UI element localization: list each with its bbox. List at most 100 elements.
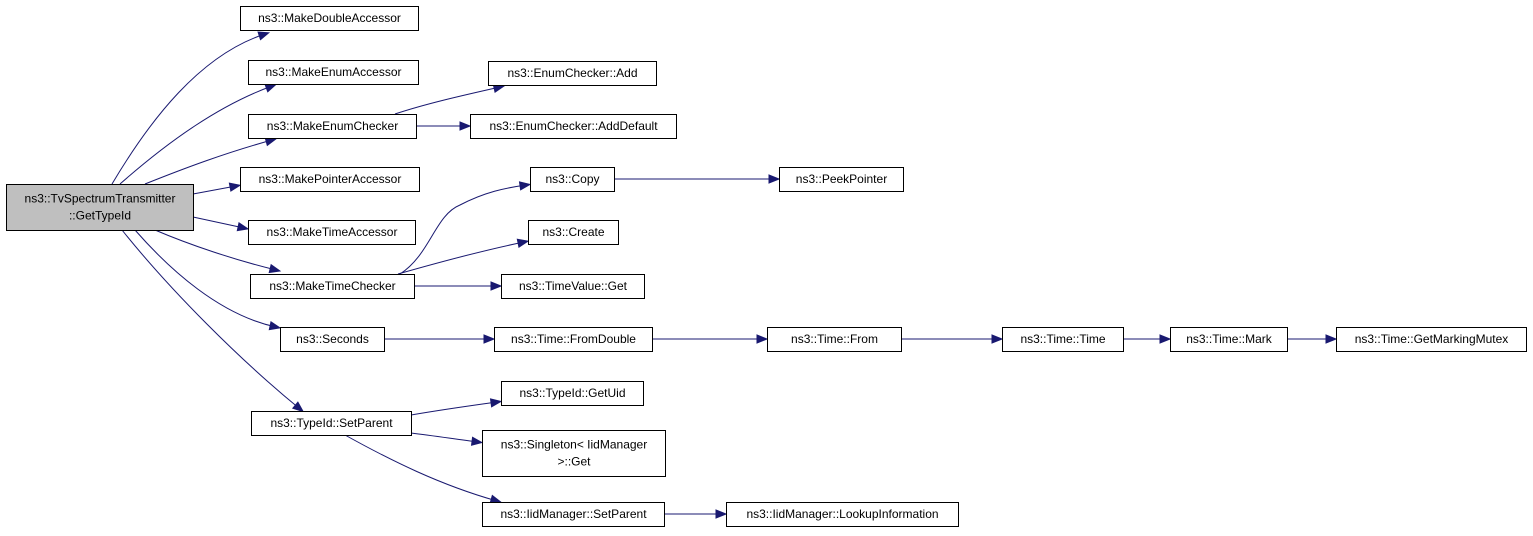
node-enumadddef[interactable]: ns3::EnumChecker::AddDefault	[470, 114, 677, 139]
node-box[interactable]	[470, 114, 677, 139]
node-box[interactable]	[240, 6, 419, 31]
node-box[interactable]	[1336, 327, 1527, 352]
node-box[interactable]	[530, 167, 615, 192]
node-label: ns3::EnumChecker::AddDefault	[489, 119, 658, 133]
node-box[interactable]	[494, 327, 653, 352]
node-label: ns3::MakeDoubleAccessor	[258, 11, 401, 25]
node-tvget[interactable]: ns3::TimeValue::Get	[501, 274, 645, 299]
node-mutex[interactable]: ns3::Time::GetMarkingMutex	[1336, 327, 1527, 352]
node-box[interactable]	[1002, 327, 1124, 352]
node-box[interactable]	[6, 184, 194, 231]
node-mkptr[interactable]: ns3::MakePointerAccessor	[240, 167, 420, 192]
edge-mkenumchk-to-enumadddef	[416, 121, 472, 131]
node-mkenumacc[interactable]: ns3::MakeEnumAccessor	[248, 60, 419, 85]
node-label: ns3::MakeEnumChecker	[267, 119, 398, 133]
node-label: >::Get	[557, 455, 591, 469]
edge-seconds-to-fromdbl	[384, 334, 496, 344]
edges-layer	[111, 31, 1338, 519]
node-box[interactable]	[248, 220, 416, 245]
node-fromdbl[interactable]: ns3::Time::FromDouble	[494, 327, 653, 352]
node-label: ns3::MakePointerAccessor	[259, 172, 402, 186]
node-box[interactable]	[1170, 327, 1288, 352]
node-timefrom[interactable]: ns3::Time::From	[767, 327, 902, 352]
edge-setparent-to-iidset	[344, 434, 503, 504]
node-label: ns3::MakeTimeAccessor	[267, 225, 398, 239]
edge-line	[119, 85, 273, 185]
node-box[interactable]	[779, 167, 904, 192]
node-box[interactable]	[501, 274, 645, 299]
edge-line	[134, 229, 277, 328]
node-create[interactable]: ns3::Create	[528, 220, 619, 245]
node-box[interactable]	[482, 502, 665, 527]
node-label: ns3::TvSpectrumTransmitter	[25, 192, 176, 206]
node-box[interactable]	[726, 502, 959, 527]
node-label: ns3::Singleton< IidManager	[501, 438, 647, 452]
node-box[interactable]	[248, 60, 419, 85]
edge-line	[192, 185, 237, 195]
edge-line	[399, 184, 527, 275]
node-label: ns3::Copy	[545, 172, 599, 186]
node-label: ns3::Time::From	[791, 332, 878, 346]
edge-root-to-seconds	[134, 229, 282, 331]
node-mkenumchk[interactable]: ns3::MakeEnumChecker	[248, 114, 417, 139]
node-peek[interactable]: ns3::PeekPointer	[779, 167, 904, 192]
node-label: ns3::PeekPointer	[796, 172, 887, 186]
edge-mktimechk-to-copy	[399, 181, 532, 275]
node-box[interactable]	[767, 327, 902, 352]
edge-root-to-mkptr	[192, 182, 242, 195]
arrowhead-icon	[516, 238, 530, 248]
node-timemark[interactable]: ns3::Time::Mark	[1170, 327, 1288, 352]
node-label: ns3::TypeId::SetParent	[270, 416, 393, 430]
node-box[interactable]	[248, 114, 417, 139]
edge-line	[192, 216, 245, 229]
node-mkdbl[interactable]: ns3::MakeDoubleAccessor	[240, 6, 419, 31]
node-lookup[interactable]: ns3::IidManager::LookupInformation	[726, 502, 959, 527]
node-mktimeacc[interactable]: ns3::MakeTimeAccessor	[248, 220, 416, 245]
node-box[interactable]	[251, 411, 412, 436]
node-timetime[interactable]: ns3::Time::Time	[1002, 327, 1124, 352]
arrowhead-icon	[236, 221, 250, 232]
node-root[interactable]: ns3::TvSpectrumTransmitter::GetTypeId	[6, 184, 194, 231]
node-box[interactable]	[501, 381, 644, 406]
edge-root-to-mktimechk	[154, 229, 282, 274]
node-setparent[interactable]: ns3::TypeId::SetParent	[251, 411, 412, 436]
node-copy[interactable]: ns3::Copy	[530, 167, 615, 192]
node-box[interactable]	[482, 430, 666, 477]
node-box[interactable]	[488, 61, 657, 86]
node-label: ns3::Seconds	[296, 332, 369, 346]
node-label: ns3::Time::Mark	[1186, 332, 1273, 346]
arrowhead-icon	[268, 263, 282, 274]
edge-line	[111, 33, 266, 185]
node-label: ns3::Time::GetMarkingMutex	[1355, 332, 1509, 346]
node-singleton[interactable]: ns3::Singleton< IidManager>::Get	[482, 430, 666, 477]
arrowhead-icon	[518, 181, 532, 191]
arrowhead-icon	[264, 83, 278, 93]
arrowhead-icon	[768, 174, 781, 184]
node-box[interactable]	[240, 167, 420, 192]
arrowhead-icon	[715, 509, 728, 519]
node-box[interactable]	[280, 327, 385, 352]
edge-line	[397, 241, 525, 275]
arrowhead-icon	[1325, 334, 1338, 344]
node-box[interactable]	[528, 220, 619, 245]
node-label: ns3::EnumChecker::Add	[507, 66, 637, 80]
node-getuid[interactable]: ns3::TypeId::GetUid	[501, 381, 644, 406]
arrowhead-icon	[489, 398, 503, 408]
node-label: ns3::IidManager::SetParent	[500, 507, 647, 521]
node-label: ns3::Time::FromDouble	[511, 332, 636, 346]
edge-root-to-mkdbl	[111, 31, 271, 185]
node-enumadd[interactable]: ns3::EnumChecker::Add	[488, 61, 657, 86]
edge-mktimechk-to-tvget	[414, 281, 503, 291]
node-label: ns3::TypeId::GetUid	[519, 386, 625, 400]
edge-copy-to-peek	[614, 174, 781, 184]
node-label: ns3::MakeEnumAccessor	[265, 65, 401, 79]
node-mktimechk[interactable]: ns3::MakeTimeChecker	[250, 274, 415, 299]
node-iidset[interactable]: ns3::IidManager::SetParent	[482, 502, 665, 527]
node-label: ns3::IidManager::LookupInformation	[746, 507, 938, 521]
node-seconds[interactable]: ns3::Seconds	[280, 327, 385, 352]
arrowhead-icon	[257, 31, 271, 41]
arrowhead-icon	[756, 334, 769, 344]
node-box[interactable]	[250, 274, 415, 299]
edge-timefrom-to-timetime	[901, 334, 1004, 344]
edge-root-to-mktimeacc	[192, 216, 250, 232]
